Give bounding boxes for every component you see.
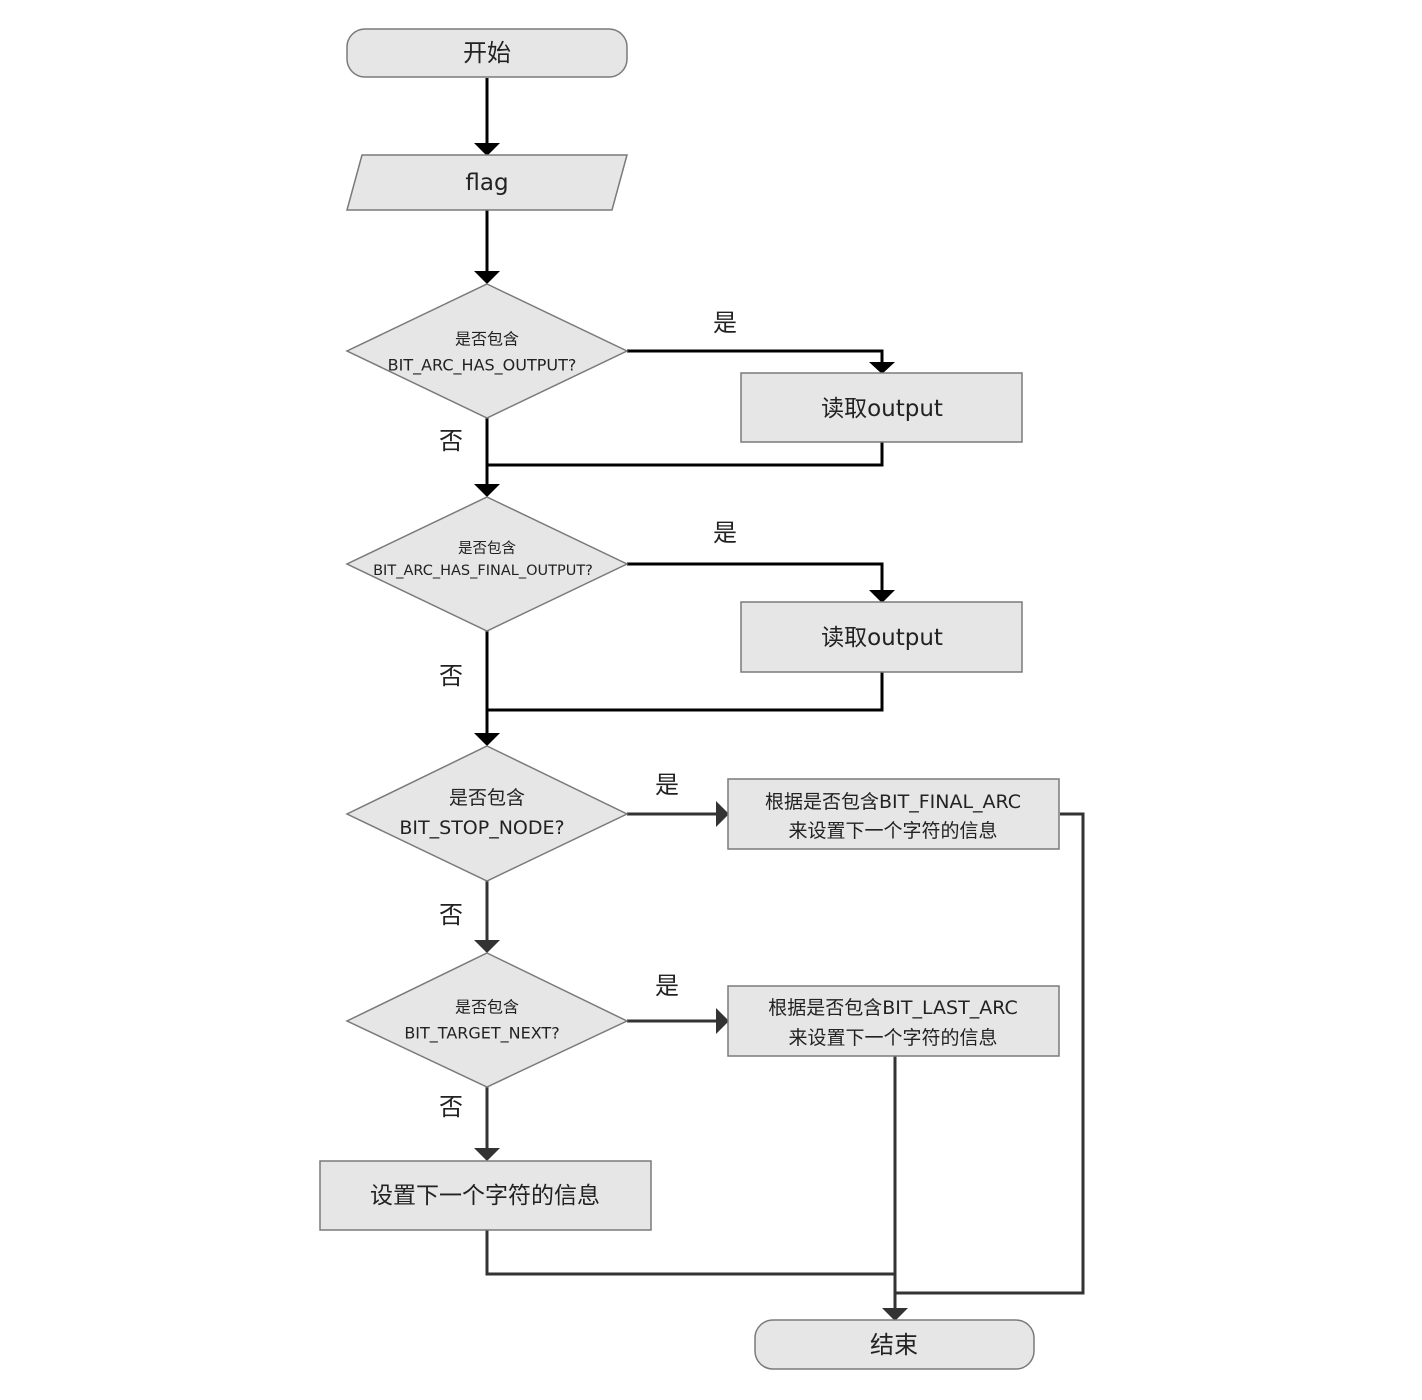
decision3-line1: 是否包含 [449,787,525,809]
set-last-arc-line2: 来设置下一个字符的信息 [788,1027,997,1049]
decision1-line1: 是否包含 [455,330,519,349]
decision4-node: 是否包含 BIT_TARGET_NEXT? [345,952,629,1088]
decision2-line1: 是否包含 [458,540,516,557]
edges [474,78,1085,1321]
decision4-no-label: 否 [439,1093,463,1121]
decision1-node: 是否包含 BIT_ARC_HAS_OUTPUT? [345,283,629,419]
decision4-line1: 是否包含 [455,998,519,1017]
set-final-arc-node: 根据是否包含BIT_FINAL_ARC 来设置下一个字符的信息 [727,778,1060,850]
set-last-arc-line1: 根据是否包含BIT_LAST_ARC [768,997,1017,1019]
edge-decision2-yes [627,562,884,590]
decision4-line2: BIT_TARGET_NEXT? [404,1024,559,1044]
edge-finalarc-to-end [895,812,1085,1295]
start-label: 开始 [463,39,511,67]
arrowhead [474,1148,500,1161]
read-output-1-label: 读取output [821,396,943,422]
decision1-line2: BIT_ARC_HAS_OUTPUT? [388,356,577,376]
decision4-yes-label: 是 [655,972,679,1000]
decision2-node: 是否包含 BIT_ARC_HAS_FINAL_OUTPUT? [345,496,629,632]
arrowhead [716,1008,729,1034]
decision1-no-label: 否 [439,427,463,455]
decision2-yes-label: 是 [713,519,737,547]
arrowhead [869,362,895,374]
read-output-2-node: 读取output [740,601,1023,673]
arrowhead [474,143,500,156]
arrowhead [474,484,500,497]
set-next-char-label: 设置下一个字符的信息 [370,1183,600,1209]
decision3-line2: BIT_STOP_NODE? [399,817,564,839]
decision3-yes-label: 是 [655,771,679,799]
set-final-arc-line1: 根据是否包含BIT_FINAL_ARC [765,791,1021,813]
arrowhead [474,733,500,746]
decision3-node: 是否包含 BIT_STOP_NODE? [345,745,629,882]
arrowhead [882,1308,908,1321]
edge-decision1-yes [627,349,884,362]
edge-labels: 是 否 是 否 是 否 是 否 [439,309,737,1121]
arrowhead [716,801,729,827]
read-output-1-node: 读取output [740,372,1023,443]
end-label: 结束 [870,1331,918,1359]
arrowhead [474,271,500,284]
decision2-no-label: 否 [439,662,463,690]
edge-setnext-to-end [485,1230,895,1276]
set-last-arc-node: 根据是否包含BIT_LAST_ARC 来设置下一个字符的信息 [727,985,1060,1057]
decision2-line2: BIT_ARC_HAS_FINAL_OUTPUT? [373,563,593,579]
flag-label: flag [465,170,508,196]
input-flag-node: flag [346,154,628,211]
edge-read1-merge [487,442,884,467]
decision3-no-label: 否 [439,901,463,929]
start-node: 开始 [346,28,628,78]
end-node: 结束 [754,1319,1035,1370]
decision1-yes-label: 是 [713,309,737,337]
arrowhead [474,940,500,953]
set-next-char-node: 设置下一个字符的信息 [319,1160,652,1231]
set-final-arc-line2: 来设置下一个字符的信息 [788,820,997,842]
arrowhead [869,590,895,603]
read-output-2-label: 读取output [821,625,943,651]
edge-read2-merge [487,672,884,712]
